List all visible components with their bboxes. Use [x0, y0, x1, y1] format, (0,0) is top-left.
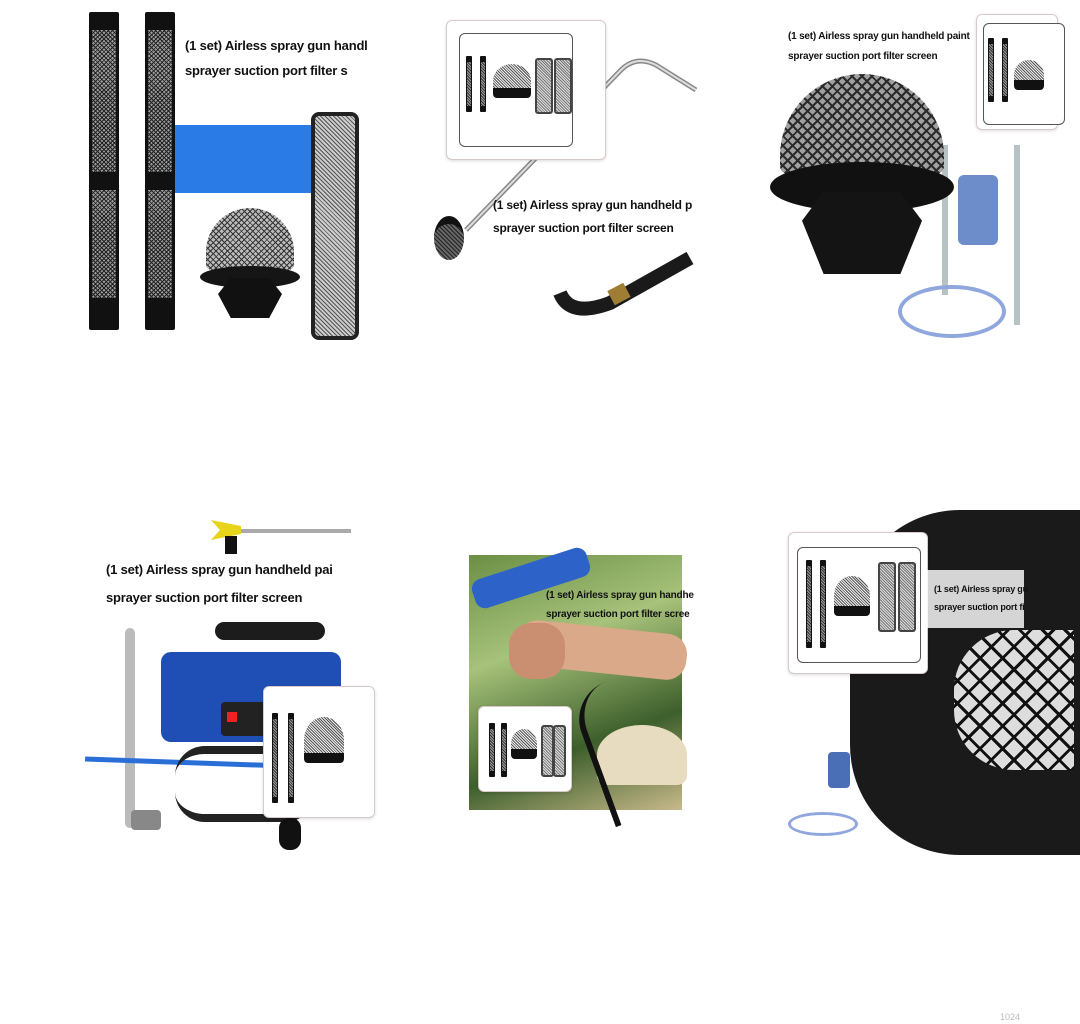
suction-tube: [456, 30, 698, 250]
caption-line-1: (1 set) Airless spray gun handhe: [546, 590, 694, 601]
product-inset: [446, 20, 606, 160]
caption-line-2: sprayer suction port fi: [934, 602, 1025, 612]
product-inset: [788, 532, 928, 674]
caption-line-2: sprayer suction port filter screen: [106, 590, 303, 605]
spray-gun: [211, 514, 351, 556]
product-image-4[interactable]: (1 set) Airless spray gun handheld pai s…: [84, 510, 375, 850]
product-inset: [976, 14, 1065, 130]
caption-line-1: (1 set) Airless spray gu: [934, 584, 1028, 594]
wheel: [279, 818, 301, 850]
black-hoses: [175, 746, 315, 822]
product-inset: [263, 686, 375, 818]
caption-line-2: sprayer suction port filter scree: [546, 609, 690, 620]
sprayer-handle: [215, 622, 325, 640]
caption-line-2: sprayer suction port filter screen: [493, 221, 674, 235]
caption-line-2: sprayer suction port filter s: [185, 63, 348, 78]
strainer-foot: [131, 810, 161, 830]
mesh-cap-filter: [200, 208, 300, 318]
product-inset: [478, 706, 572, 792]
product-image-5[interactable]: (1 set) Airless spray gun handhe sprayer…: [426, 510, 707, 850]
sprayer-machine: [928, 135, 1028, 335]
filter-tube-right: [145, 12, 175, 330]
caption-strip: [926, 570, 1024, 628]
cable: [567, 662, 707, 828]
mesh-cylinder: [311, 112, 359, 340]
caption-line-1: (1 set) Airless spray gun handheld p: [493, 198, 693, 212]
sprayer-frame: [125, 628, 135, 828]
hand: [509, 623, 565, 679]
control-panel: [221, 702, 271, 736]
strainer-head: [434, 216, 464, 260]
sprayer-small: [788, 742, 878, 836]
watermark: 1024: [999, 1012, 1020, 1022]
return-hose: [550, 228, 694, 328]
hat: [597, 725, 687, 785]
product-image-3[interactable]: (1 set) Airless spray gun handheld paint…: [768, 0, 1065, 340]
caption-line-1: (1 set) Airless spray gun handl: [185, 38, 368, 53]
product-image-6[interactable]: (1 set) Airless spray gu sprayer suction…: [768, 510, 1080, 855]
mesh-cap-filter-large: [770, 74, 954, 274]
caption-line-1: (1 set) Airless spray gun handheld paint: [788, 31, 970, 42]
product-image-1[interactable]: (1 set) Airless spray gun handl sprayer …: [85, 0, 368, 340]
caption-line-2: sprayer suction port filter screen: [788, 51, 938, 62]
blue-hose-coil: [898, 285, 1006, 338]
caption-line-1: (1 set) Airless spray gun handheld pai: [106, 562, 333, 577]
filter-tube-left: [89, 12, 119, 330]
product-image-2[interactable]: (1 set) Airless spray gun handheld p spr…: [426, 0, 698, 340]
